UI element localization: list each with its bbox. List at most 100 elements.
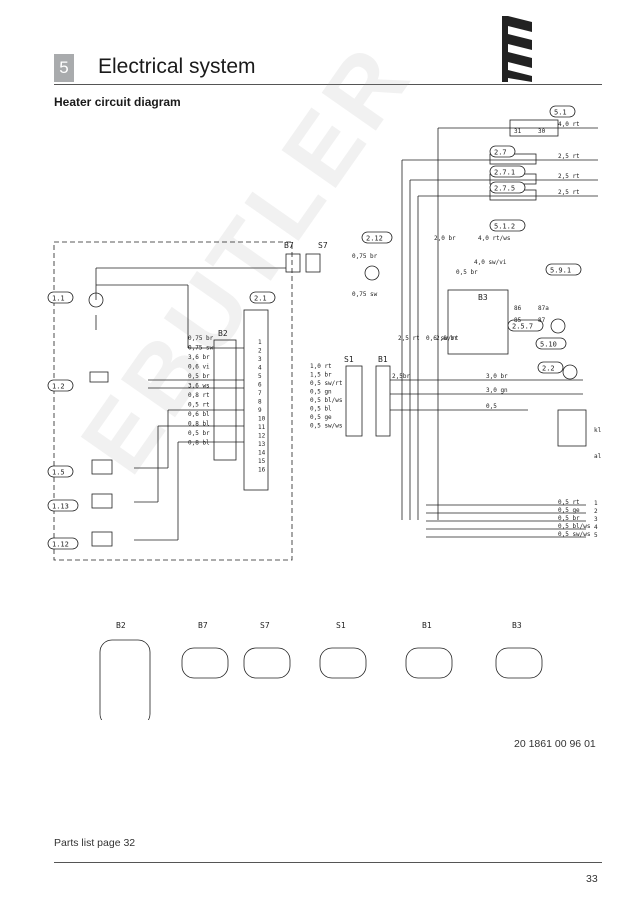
connector-view <box>319 647 367 679</box>
ref-tag-oval <box>545 263 582 276</box>
wire-label: 2,5 rt <box>558 173 580 180</box>
wire-label: 3,0 gn <box>486 387 508 394</box>
b2-pin: 1 <box>258 339 262 346</box>
ref-tag: 5.9.1 <box>550 267 571 275</box>
ref-tag: 2.1 <box>254 295 267 303</box>
ref-tag: 5.1 <box>554 109 567 117</box>
relay-pin: 85 <box>514 317 522 324</box>
wire-label: 0,5 ge <box>558 507 580 514</box>
wire-label: 0,5 <box>486 403 497 410</box>
connector-view-label: S7 <box>260 621 270 630</box>
chapter-number: 5 <box>54 54 74 82</box>
ref-tag-oval <box>537 361 564 374</box>
b2-pin: 8 <box>258 399 262 406</box>
wire-label: 0,8 rt <box>188 392 210 399</box>
ref-tag-oval <box>489 145 516 158</box>
ref-tag: 2.5.7 <box>512 323 533 331</box>
ref-tag: 5.10 <box>540 341 557 349</box>
wire-label: 0,5 sw/ws <box>310 423 343 430</box>
b2-pin: 13 <box>258 441 266 448</box>
connector-view <box>495 647 543 679</box>
ref-tag-oval <box>47 291 74 304</box>
ref-tag-oval <box>47 379 74 392</box>
connector-view-label: S1 <box>336 621 346 630</box>
output-pin: 3 <box>594 516 598 523</box>
wire-label: 0,6 sw/rt <box>426 335 459 342</box>
component-label: B3 <box>478 293 488 302</box>
wire-label: 0,5 rt <box>558 499 580 506</box>
connector-view <box>243 647 291 679</box>
ref-tag: 2.7.1 <box>494 169 515 177</box>
page-number: 33 <box>586 873 598 885</box>
b2-pin: 3 <box>258 356 262 363</box>
wire-label: 2,5 rt <box>398 335 420 342</box>
wire-label: 0,5 br <box>188 430 210 437</box>
ref-tag: 2.2 <box>542 365 555 373</box>
b2-pin: 9 <box>258 407 262 414</box>
wire-label: 1,0 rt <box>310 363 332 370</box>
b2-pin: 5 <box>258 373 262 380</box>
output-pin: 1 <box>594 500 598 507</box>
wire-label: 2,0 br <box>434 235 456 242</box>
eberspacher-logo-icon <box>502 16 532 82</box>
component-label: B7 <box>284 241 294 250</box>
b2-pin: 15 <box>258 458 266 465</box>
wire-label: 0,5 ge <box>310 414 332 421</box>
wire-label: 0,5 bl/ws <box>558 523 591 530</box>
ref-tag: 2.12 <box>366 235 383 243</box>
wire-label: 0,75 br <box>188 335 214 342</box>
drawing-number: 20 1861 00 96 01 <box>514 738 596 750</box>
b2-pin: 16 <box>258 467 266 474</box>
b2-pin: 4 <box>258 365 262 372</box>
wire-label: 0,5 rt <box>188 402 210 409</box>
ref-tag-oval <box>507 319 544 332</box>
b2-pin: 11 <box>258 424 266 431</box>
page-title: Electrical system <box>98 55 256 78</box>
b2-pin: 6 <box>258 382 262 389</box>
ref-tag: 2.7.5 <box>494 185 515 193</box>
b2-pin: 7 <box>258 390 262 397</box>
ref-tag: 1.13 <box>52 503 69 511</box>
ground-label: kl <box>594 427 602 434</box>
output-pin: 4 <box>594 524 598 531</box>
header-rule <box>54 84 602 85</box>
wire-label: 1,5 br <box>310 372 332 379</box>
wire-label: 0,5 bl <box>310 406 332 413</box>
ref-tag-oval <box>489 219 526 232</box>
connector-view <box>405 647 453 679</box>
connector-view <box>181 647 229 679</box>
wire-label: 4,0 rt/ws <box>478 235 511 242</box>
ref-tag: 1.5 <box>52 469 65 477</box>
ref-tag-oval <box>361 231 393 244</box>
wire-label: 0,5 bl/ws <box>310 397 343 404</box>
connector-view-label: B1 <box>422 621 432 630</box>
relay-pin: 86 <box>514 305 522 312</box>
wire-label: 0,8 bl <box>188 440 210 447</box>
ref-tag-oval <box>249 291 276 304</box>
wire-label: 3,0 br <box>486 373 508 380</box>
wire-label: 0,75 sw <box>188 345 214 352</box>
ref-tag: 5.1.2 <box>494 223 515 231</box>
wire-label: 3,6 br <box>188 354 210 361</box>
b2-pin: 2 <box>258 348 262 355</box>
wire-label: 0,75 sw <box>352 291 378 298</box>
wire-label: 0,8 bl <box>188 421 210 428</box>
wire-label: 0,6 vi <box>188 364 210 371</box>
wire-label: 2,5 rt <box>558 189 580 196</box>
wire-label: 0,5 br <box>456 269 478 276</box>
ref-tag-oval <box>535 337 567 350</box>
connector-view-label: B3 <box>512 621 522 630</box>
b2-pin: 10 <box>258 416 266 423</box>
output-pin: 2 <box>594 508 598 515</box>
connector-view-label: B2 <box>116 621 126 630</box>
ref-tag-oval <box>47 499 79 512</box>
connector-view-label: B7 <box>198 621 208 630</box>
ref-tag-oval <box>47 465 74 478</box>
footer-rule <box>54 862 602 863</box>
relay-pin: 87 <box>538 317 546 324</box>
b2-pin: 14 <box>258 450 266 457</box>
wire-label: 4,0 sw/vi <box>474 259 507 266</box>
output-pin: 5 <box>594 532 598 539</box>
relay-pin: 31 <box>514 128 522 135</box>
diagram-subtitle: Heater circuit diagram <box>54 95 181 109</box>
